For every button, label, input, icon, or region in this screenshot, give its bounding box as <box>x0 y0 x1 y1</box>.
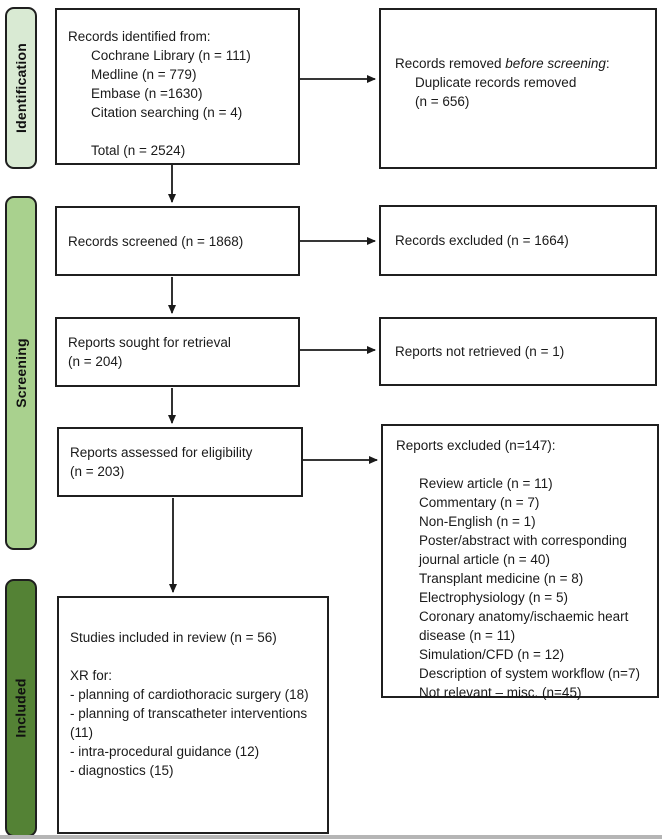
stage-label-screening: Screening <box>5 196 37 550</box>
studies-included-title: Studies included in review (n = 56) <box>70 630 277 645</box>
stage-label-included-text: Included <box>13 678 30 738</box>
stage-label-identification-text: Identification <box>13 43 30 133</box>
spacer <box>396 455 649 474</box>
studies-included-item: - diagnostics (15) <box>70 763 174 778</box>
studies-included-subtitle: XR for: <box>70 668 113 683</box>
reports-sought-line2: (n = 204) <box>68 354 123 369</box>
records-removed-suffix: : <box>605 56 610 71</box>
stage-label-included: Included <box>5 579 37 837</box>
records-identified-item: Cochrane Library (n = 111) <box>91 48 251 63</box>
records-identified-item: Medline (n = 779) <box>91 67 197 82</box>
studies-included-item: - intra-procedural guidance (12) <box>70 744 260 759</box>
stage-label-identification: Identification <box>5 7 37 169</box>
box-records-identified: Records identified from: Cochrane Librar… <box>55 8 300 165</box>
box-reports-excluded: Reports excluded (n=147): Review article… <box>381 424 659 700</box>
records-identified-item: Citation searching (n = 4) <box>91 105 243 120</box>
reports-excluded-item: Not relevant – misc. (n=45) <box>419 685 582 700</box>
reports-excluded-item: Coronary anatomy/ischaemic heart disease… <box>419 609 629 643</box>
records-identified-total: Total (n = 2524) <box>91 143 186 158</box>
records-excluded-label: Records excluded (n = 1664) <box>395 233 569 248</box>
reports-excluded-item: Review article (n = 11) <box>419 476 553 491</box>
records-removed-prefix: Records removed <box>395 56 506 71</box>
box-reports-assessed: Reports assessed for eligibility (n = 20… <box>57 427 303 497</box>
reports-excluded-item: Poster/abstract with corresponding journ… <box>419 533 627 567</box>
reports-sought-line1: Reports sought for retrieval <box>68 335 231 350</box>
reports-assessed-line2: (n = 203) <box>70 464 125 479</box>
image-bottom-edge <box>0 835 662 839</box>
stage-label-screening-text: Screening <box>13 338 29 408</box>
box-records-removed: Records removed before screening: Duplic… <box>379 8 657 169</box>
reports-excluded-item: Non-English (n = 1) <box>419 514 536 529</box>
records-screened-label: Records screened (n = 1868) <box>68 233 244 249</box>
reports-excluded-item: Description of system workflow (n=7) <box>419 666 640 681</box>
spacer <box>68 122 290 141</box>
records-removed-item: Duplicate records removed <box>415 75 577 90</box>
records-removed-item: (n = 656) <box>415 94 470 109</box>
reports-excluded-item: Simulation/CFD (n = 12) <box>419 647 565 662</box>
reports-excluded-item: Commentary (n = 7) <box>419 495 540 510</box>
reports-excluded-title: Reports excluded (n=147): <box>396 438 556 453</box>
box-records-excluded: Records excluded (n = 1664) <box>379 205 657 276</box>
records-removed-italic: before screening <box>505 56 606 71</box>
reports-excluded-item: Transplant medicine (n = 8) <box>419 571 584 586</box>
reports-assessed-line1: Reports assessed for eligibility <box>70 445 253 460</box>
reports-not-retrieved-label: Reports not retrieved (n = 1) <box>395 344 565 359</box>
box-reports-not-retrieved: Reports not retrieved (n = 1) <box>379 317 657 386</box>
box-studies-included: Studies included in review (n = 56) XR f… <box>57 596 329 834</box>
studies-included-item: - planning of cardiothoracic surgery (18… <box>70 687 309 702</box>
records-identified-item: Embase (n =1630) <box>91 86 203 101</box>
spacer <box>70 647 317 666</box>
studies-included-item: - planning of transcatheter intervention… <box>70 706 308 740</box>
box-reports-sought: Reports sought for retrieval (n = 204) <box>55 317 300 387</box>
reports-excluded-item: Electrophysiology (n = 5) <box>419 590 568 605</box>
records-identified-title: Records identified from: <box>68 29 211 44</box>
box-records-screened: Records screened (n = 1868) <box>55 206 300 276</box>
records-removed-title: Records removed before screening: <box>395 54 647 73</box>
